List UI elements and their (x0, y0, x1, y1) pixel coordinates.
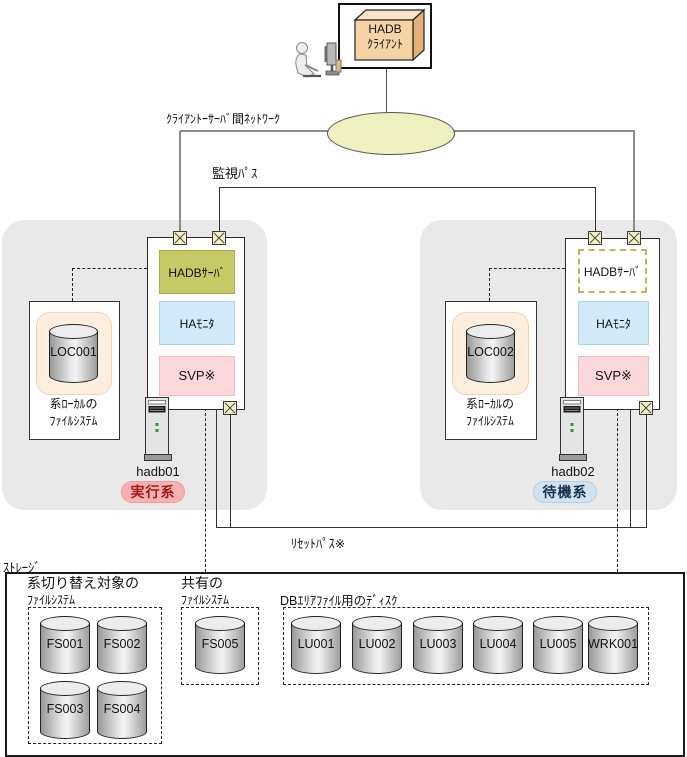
client-server-network-label: ｸﾗｲｱﾝﾄｰｻｰﾊﾞ間ﾈｯﾄﾜｰｸ (166, 112, 281, 126)
user-at-computer-icon (292, 40, 342, 84)
reset-path-line-active-connector (230, 415, 232, 527)
client-drop-line (386, 67, 388, 113)
standby-hostname-label: hadb02 (551, 464, 595, 479)
volume-cylinder: FS001 (40, 616, 90, 674)
network-line-left (179, 131, 181, 233)
standby-local-fs-cylinder: LOC002 (466, 324, 515, 383)
volume-cylinder: LU002 (352, 616, 402, 674)
shared-fs-title-line2: ﾌｧｲﾙｼｽﾃﾑ (181, 593, 230, 607)
volume-label: LU003 (419, 637, 457, 651)
active-svp-box: SVP※ (159, 356, 235, 396)
reset-path-line-active-svp (216, 408, 218, 527)
active-local-fs-cylinder: LOC001 (49, 324, 98, 383)
shared-fs-group-box (181, 607, 259, 685)
active-server-tower-icon (144, 396, 172, 467)
volume-cylinder: LU001 (291, 616, 341, 674)
standby-hadb-server-label: HADBｻｰﾊﾞ (583, 264, 642, 279)
active-ha-monitor-box: HAﾓﾆﾀ (159, 301, 235, 345)
client-label-line2: ｸﾗｲｱﾝﾄ (366, 37, 403, 51)
volume-cylinder: FS003 (40, 681, 90, 739)
active-storage-link (205, 408, 206, 572)
network-connector-icon (173, 231, 187, 245)
volume-cylinder: LU004 (473, 616, 523, 674)
switchover-fs-title-line1: 系切り替え対象の (27, 575, 139, 591)
standby-local-fs-label: 系ﾛｰｶﾙの ﾌｧｲﾙｼｽﾃﾑ (465, 397, 514, 428)
volume-label: WRK001 (588, 637, 639, 651)
switchover-fs-group-box (28, 607, 162, 744)
standby-ha-monitor-box: HAﾓﾆﾀ (578, 301, 649, 345)
volume-cylinder: LU005 (533, 616, 583, 674)
storage-section (5, 572, 685, 757)
standby-hadb-server-box: HADBｻｰﾊﾞ (578, 249, 647, 293)
network-connector-icon (627, 231, 641, 245)
volume-label: LU002 (358, 637, 396, 651)
monitor-path-line (219, 187, 596, 189)
reset-path-line-standby-svp (630, 408, 632, 527)
volume-cylinder: FS004 (97, 681, 147, 739)
volume-cylinder: FS005 (195, 616, 245, 674)
reset-path-line-standby-connector (646, 415, 648, 527)
network-connector-icon (588, 231, 602, 245)
standby-role-badge: 待機系 (533, 481, 597, 503)
volume-label: FS001 (46, 637, 84, 651)
volume-label: LU004 (479, 637, 517, 651)
active-hadb-server-box: HADBｻｰﾊﾞ (159, 250, 235, 294)
monitor-path-line-left (219, 188, 221, 232)
active-local-fs-link-v (72, 268, 73, 301)
volume-label: FS003 (46, 702, 84, 716)
db-area-disks-group-box (283, 607, 649, 685)
active-hadb-server-label: HADBｻｰﾊﾞ (168, 265, 226, 280)
shared-fs-title-line1: 共有の (181, 575, 223, 591)
active-svp-label: SVP※ (178, 368, 216, 383)
active-local-fs-link-h (72, 268, 147, 269)
active-role-badge: 実行系 (121, 481, 185, 503)
active-local-fs-label: 系ﾛｰｶﾙの ﾌｧｲﾙｼｽﾃﾑ (49, 397, 98, 428)
volume-cylinder: LU003 (413, 616, 463, 674)
standby-svp-label: SVP※ (595, 368, 632, 383)
volume-label: FS004 (103, 702, 141, 716)
active-ha-monitor-label: HAﾓﾆﾀ (179, 316, 215, 331)
standby-local-fs-link-h (489, 268, 565, 269)
network-node (327, 112, 455, 155)
standby-local-fs-link-v (489, 268, 490, 301)
volume-label: FS005 (201, 637, 239, 651)
volume-label: FS002 (103, 637, 141, 651)
monitor-path-label: 監視ﾊﾟｽ (212, 166, 258, 181)
active-local-fs-volume-label: LOC001 (50, 345, 97, 359)
volume-cylinder: FS002 (97, 616, 147, 674)
client-3d-box-icon (353, 8, 426, 67)
volume-label: LU001 (297, 637, 335, 651)
standby-ha-monitor-label: HAﾓﾆﾀ (596, 316, 631, 331)
switchover-fs-title-line2: ﾌｧｲﾙｼｽﾃﾑ (27, 593, 76, 607)
client-label-line1: HADB (368, 22, 402, 36)
network-connector-icon (223, 401, 237, 415)
standby-local-fs-volume-label: LOC002 (467, 345, 514, 359)
reset-path-label: ﾘｾｯﾄﾊﾟｽ※ (291, 537, 346, 551)
volume-cylinder: WRK001 (588, 616, 638, 674)
active-hostname-label: hadb01 (136, 464, 180, 479)
standby-storage-link (617, 408, 618, 572)
storage-label: ｽﾄﾚｰｼﾞ (3, 561, 41, 575)
standby-svp-box: SVP※ (578, 356, 649, 396)
reset-path-line (216, 527, 647, 529)
db-area-disks-title: DBｴﾘｱﾌｧｲﾙ用のﾃﾞｨｽｸ (280, 594, 398, 608)
volume-label: LU005 (539, 637, 577, 651)
network-connector-icon (639, 401, 653, 415)
monitor-path-line-right (595, 188, 597, 232)
network-connector-icon (212, 231, 226, 245)
network-line-right (633, 131, 635, 233)
client-label: HADB ｸﾗｲｱﾝﾄ (356, 22, 414, 52)
standby-server-tower-icon (559, 396, 587, 467)
